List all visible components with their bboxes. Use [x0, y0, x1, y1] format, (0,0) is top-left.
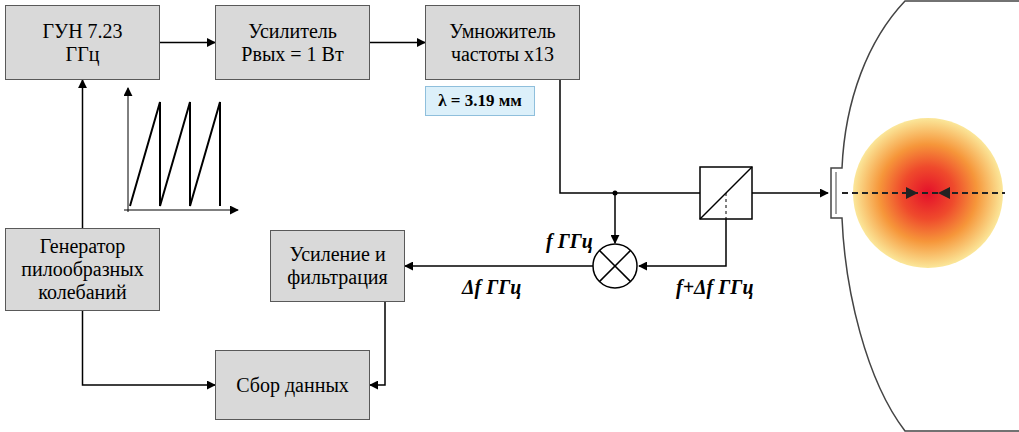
box-label: Сбор данных: [236, 374, 349, 397]
box-label: Умножитель частоты x13: [435, 20, 570, 66]
signal-arrow: [82, 80, 84, 228]
process-box: Усилитель Pвых = 1 Вт: [215, 5, 370, 80]
signal-wires: [405, 80, 700, 266]
box-label: Усилитель Pвых = 1 Вт: [230, 20, 355, 66]
beam-splitter: [700, 167, 828, 219]
sawtooth-icon: [124, 88, 238, 212]
process-box: ГУН 7.23 ГГц: [5, 5, 160, 80]
connectors: [83, 43, 426, 386]
signal-label: f ГГц: [546, 230, 593, 253]
tokamak-vessel: [831, 1, 1019, 431]
signal-arrow: [370, 42, 425, 44]
process-box: Генератор пилообразных колебаний: [5, 228, 160, 311]
if-wire: [405, 265, 593, 267]
rf-wire: [560, 80, 700, 193]
process-box: Сбор данных: [215, 350, 370, 420]
rf-wire: [614, 193, 616, 243]
signal-arrow: [160, 42, 215, 44]
signal-label: Δf ГГц: [462, 276, 521, 299]
box-label: Генератор пилообразных колебаний: [13, 235, 153, 304]
wavelength-tag: λ = 3.19 мм: [425, 86, 535, 116]
signal-label: f+Δf ГГц: [676, 276, 754, 299]
box-label: λ = 3.19 мм: [438, 91, 522, 111]
process-box: Усиление и фильтрация: [270, 230, 405, 302]
process-box: Умножитель частоты x13: [425, 5, 580, 80]
signal-arrow: [83, 311, 216, 385]
junction-dot: [613, 191, 618, 196]
signal-arrow: [370, 302, 385, 385]
box-label: ГУН 7.23 ГГц: [35, 20, 130, 66]
box-label: Усиление и фильтрация: [280, 243, 395, 289]
